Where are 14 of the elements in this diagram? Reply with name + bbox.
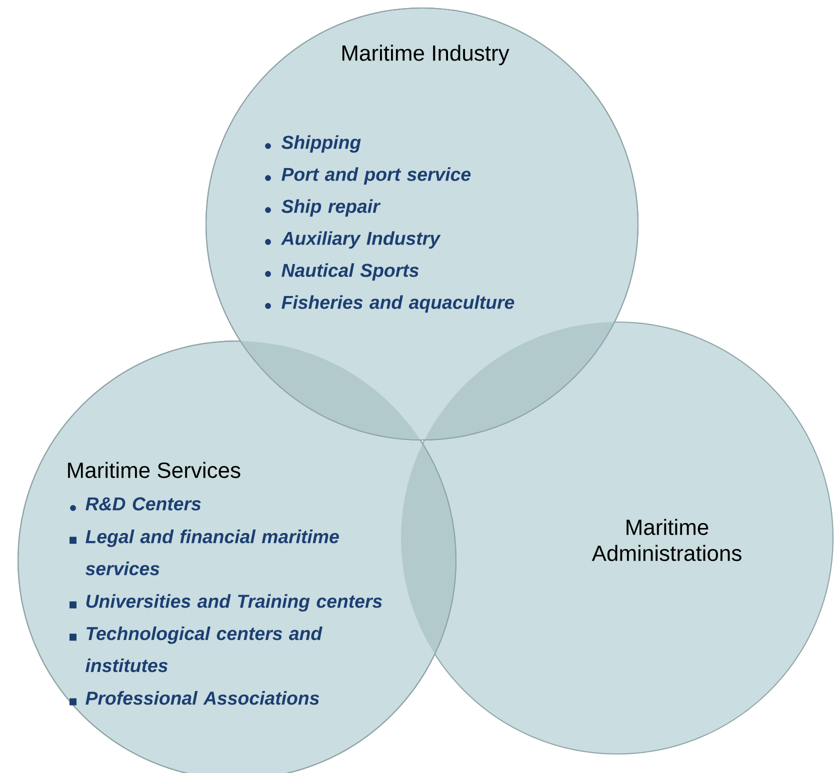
circle-heading: Maritime Industry [342, 44, 510, 66]
list-item: Auxiliary Industry [265, 231, 441, 249]
circle-heading: Maritime Administrations [592, 518, 742, 562]
list-item: R&D Centers [70, 497, 201, 511]
list-item: Shipping [265, 135, 361, 153]
list-item: Nautical Sports [265, 263, 419, 281]
list-item: Universities and Training centers [70, 594, 382, 612]
list-item: Ship repair [265, 199, 381, 217]
list-item: Professional Associations [70, 691, 320, 706]
list-item: Technological centers and institutes [70, 626, 322, 672]
circle-heading: Maritime Services [68, 462, 240, 478]
list-item: Fisheries and aquaculture [265, 295, 514, 313]
list-item: Port and port service [265, 167, 471, 185]
list-item: Legal and financial maritime services [70, 530, 339, 576]
